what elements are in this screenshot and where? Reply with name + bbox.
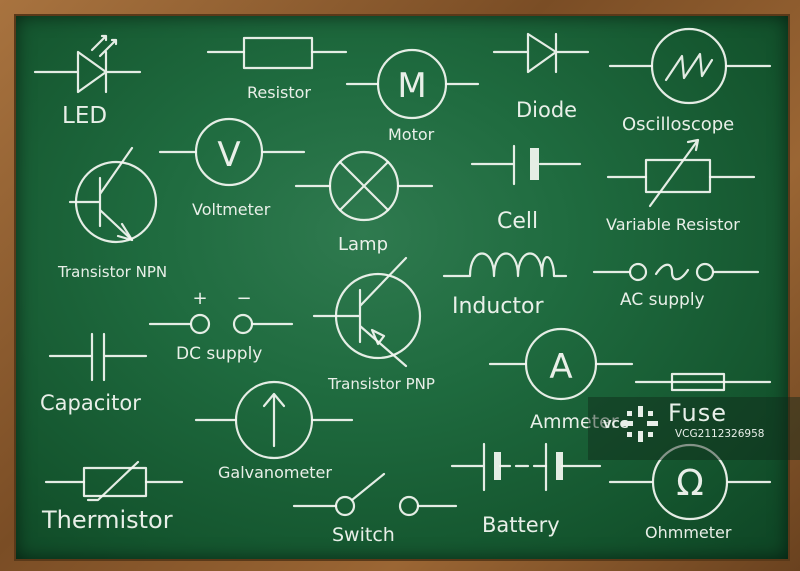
- watermark-brand: Fuse: [668, 399, 727, 427]
- ohmmeter-symbol: Ω Ohmmeter: [608, 443, 772, 542]
- switch-label: Switch: [332, 524, 395, 546]
- battery-label: Battery: [482, 513, 560, 537]
- galvanometer-label: Galvanometer: [218, 463, 332, 482]
- diode-symbol: Diode: [492, 32, 590, 122]
- thermistor-label: Thermistor: [41, 506, 173, 534]
- ohmmeter-label: Ohmmeter: [645, 523, 732, 542]
- led-label: LED: [62, 103, 107, 129]
- dc-plus-sign: +: [192, 288, 207, 309]
- capacitor-label: Capacitor: [40, 391, 141, 415]
- watermark-id: VCG2112326958: [675, 428, 765, 440]
- motor-symbol: M Motor: [345, 48, 480, 144]
- thermistor-symbol: Thermistor: [41, 460, 184, 534]
- ac-supply-label: AC supply: [620, 290, 705, 310]
- transistor-pnp-symbol: Transistor PNP: [312, 256, 435, 393]
- voltmeter-label: Voltmeter: [192, 200, 271, 219]
- resistor-label: Resistor: [247, 83, 311, 102]
- transistor-npn-label: Transistor NPN: [57, 263, 167, 281]
- led-symbol: LED: [33, 34, 142, 129]
- watermark-logo-icon: [622, 406, 658, 442]
- motor-letter: M: [397, 66, 426, 106]
- cell-label: Cell: [497, 209, 538, 234]
- ac-supply-symbol: AC supply: [592, 262, 760, 310]
- battery-symbol: Battery: [450, 442, 602, 537]
- dc-minus-sign: −: [236, 288, 251, 309]
- galvanometer-symbol: Galvanometer: [194, 380, 354, 482]
- lamp-symbol: Lamp: [294, 150, 434, 255]
- transistor-pnp-label: Transistor PNP: [327, 375, 435, 393]
- capacitor-symbol: Capacitor: [40, 332, 148, 415]
- oscilloscope-symbol: Oscilloscope: [608, 27, 772, 135]
- oscilloscope-label: Oscilloscope: [622, 114, 734, 135]
- variable-resistor-symbol: Variable Resistor: [606, 138, 756, 234]
- transistor-npn-symbol: Transistor NPN: [57, 146, 167, 281]
- ohmmeter-letter: Ω: [676, 463, 704, 504]
- variable-resistor-label: Variable Resistor: [606, 215, 740, 234]
- cell-symbol: Cell: [470, 144, 582, 234]
- inductor-label: Inductor: [452, 294, 545, 319]
- ammeter-symbol: A Ammeter: [488, 327, 634, 433]
- fuse-symbol: [634, 372, 772, 392]
- dc-supply-symbol: + − DC supply: [148, 288, 294, 364]
- motor-label: Motor: [388, 125, 435, 144]
- resistor-symbol: Resistor: [206, 36, 348, 102]
- watermark-box: [588, 397, 800, 460]
- inductor-symbol: Inductor: [442, 252, 568, 319]
- ammeter-letter: A: [549, 347, 572, 387]
- diode-label: Diode: [516, 98, 577, 122]
- ammeter-label: Ammeter: [530, 411, 619, 433]
- voltmeter-symbol: V Voltmeter: [158, 117, 306, 219]
- switch-symbol: Switch: [292, 472, 458, 546]
- voltmeter-letter: V: [217, 135, 240, 175]
- chalkboard: [14, 14, 790, 561]
- dc-supply-label: DC supply: [176, 344, 262, 364]
- watermark-short: VCG: [603, 418, 629, 431]
- lamp-label: Lamp: [338, 234, 388, 255]
